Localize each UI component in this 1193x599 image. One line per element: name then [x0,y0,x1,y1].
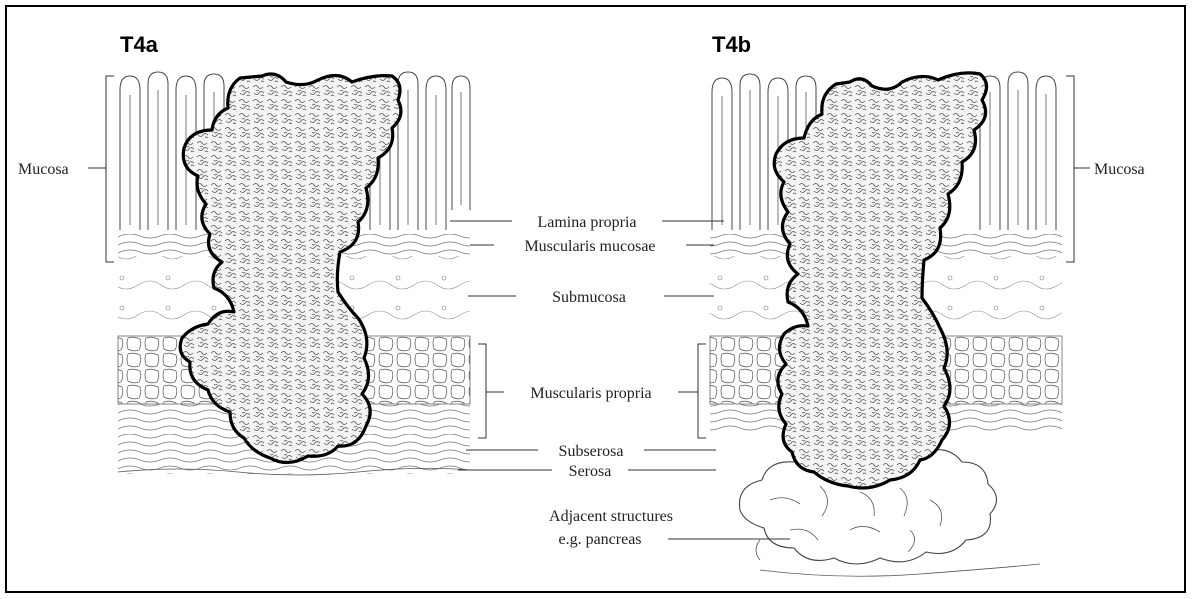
panel-title-t4a: T4a [120,32,159,57]
panel-t4b: T4b Mucosa [710,32,1145,576]
label-serosa: Serosa [569,463,612,480]
muscularis-propria-bracket-right [698,344,706,438]
label-submucosa: Submucosa [552,289,626,306]
label-adjacent-example: e.g. pancreas [558,531,641,548]
mucosa-bracket-right [1066,76,1074,262]
panel-title-t4b: T4b [712,32,751,57]
label-subserosa: Subserosa [559,443,624,460]
label-lamina-propria: Lamina propria [537,214,636,231]
panel-t4a: T4a Mucosa [18,32,470,475]
label-muscularis-mucosae: Muscularis mucosae [524,238,655,255]
label-adjacent-structures: Adjacent structures [549,508,673,525]
label-mucosa-left: Mucosa [18,161,69,178]
mucosa-bracket-left [106,76,114,262]
label-mucosa-right: Mucosa [1094,161,1145,178]
label-muscularis-propria: Muscularis propria [530,385,651,402]
muscularis-propria-bracket-left [478,344,486,438]
